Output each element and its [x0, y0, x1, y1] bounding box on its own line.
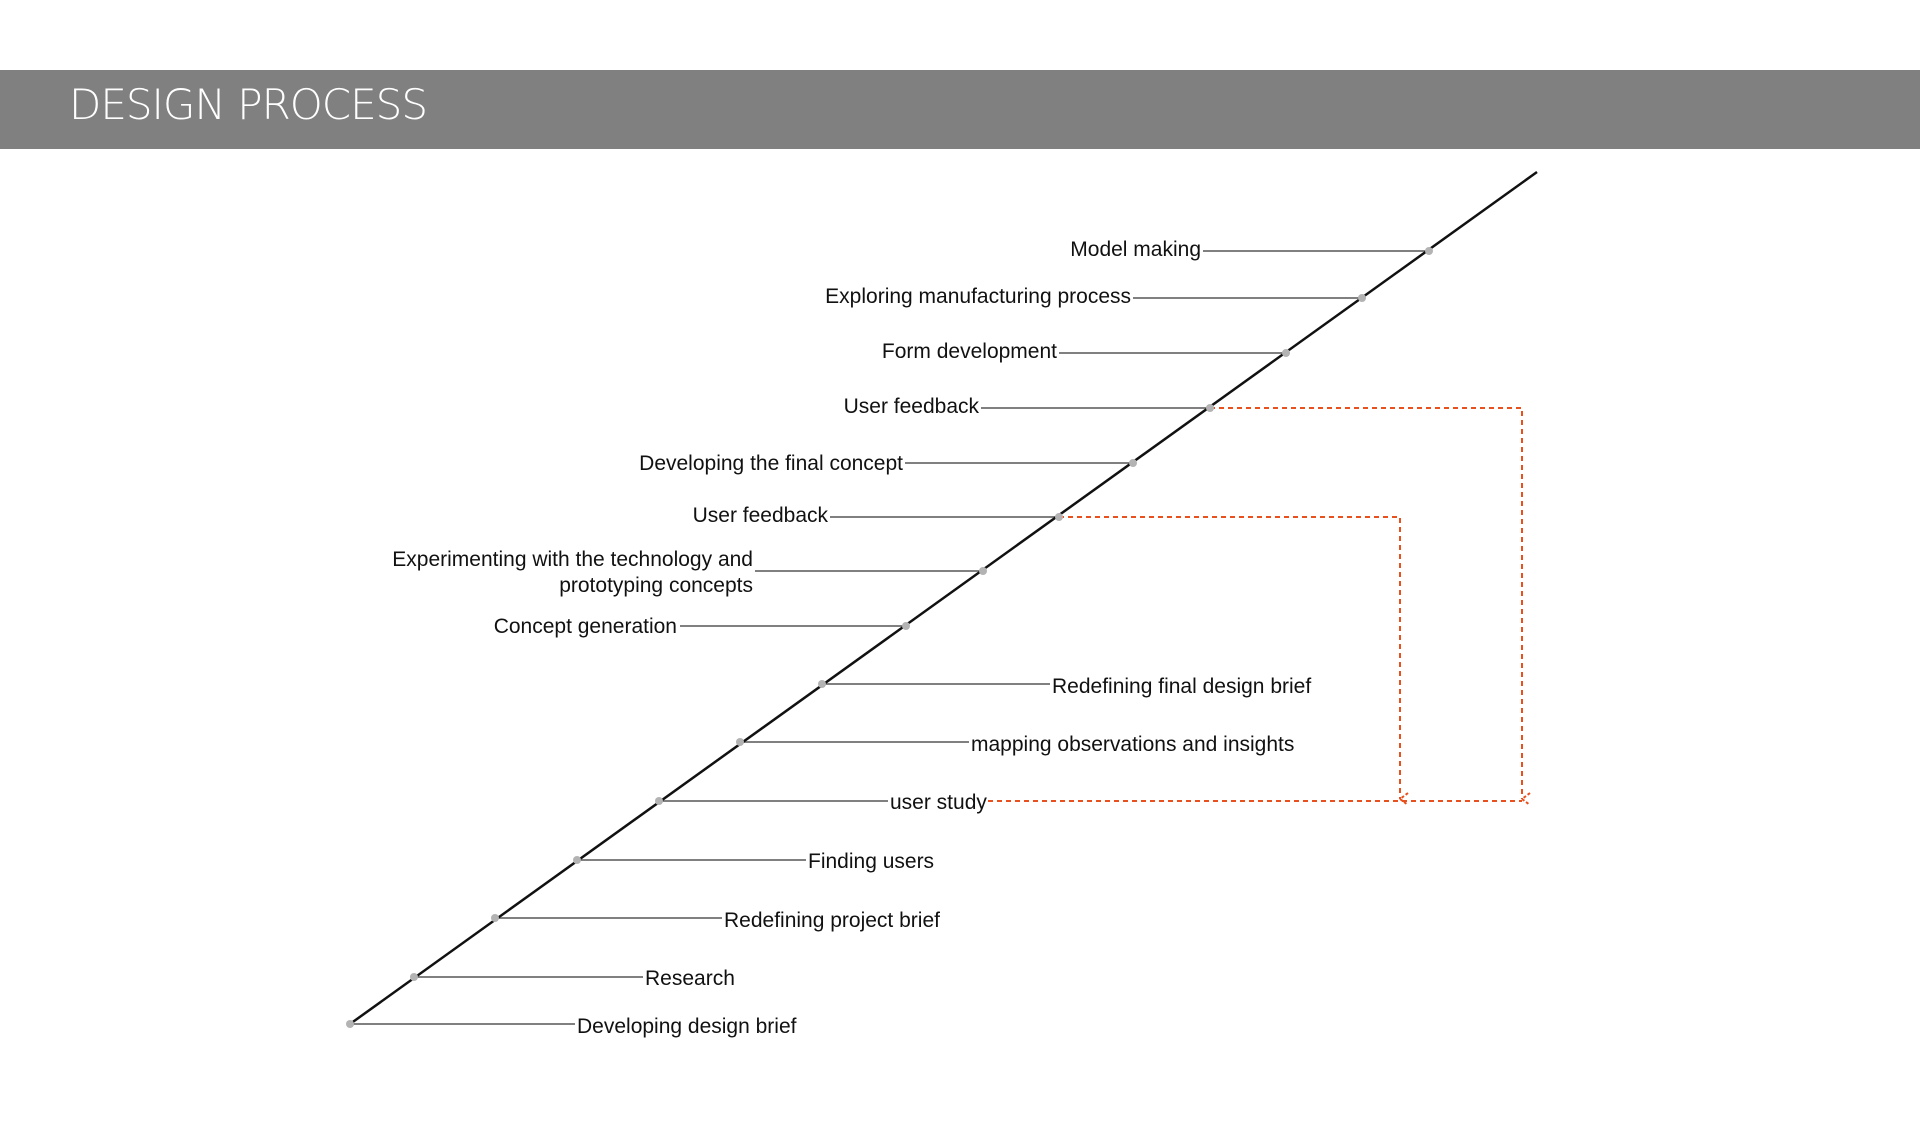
process-timeline — [349, 170, 1538, 1026]
title-bar: DESIGN PROCESS — [0, 70, 1920, 149]
step-label-form-development: Form development — [882, 340, 1057, 363]
step-label-user-feedback-2: User feedback — [844, 395, 980, 418]
step-dot-finding-users — [573, 856, 581, 864]
step-dot-experimenting — [979, 567, 987, 575]
step-label-model-making: Model making — [1070, 238, 1201, 261]
step-label-user-study: user study — [890, 791, 987, 814]
step-label-user-feedback-1: User feedback — [693, 504, 829, 527]
feedback-arrow-user-feedback-2 — [1210, 407, 1522, 799]
step-dot-exploring-manufacturing — [1358, 294, 1366, 302]
step-dots — [346, 247, 1433, 1028]
step-dot-form-development — [1282, 349, 1290, 357]
leader-lines — [350, 250, 1429, 1025]
feedback-arrow-user-feedback-1 — [1059, 516, 1400, 799]
step-dot-mapping-observations — [736, 738, 744, 746]
step-label-mapping-observations: mapping observations and insights — [971, 733, 1294, 756]
step-label-developing-final-concept: Developing the final concept — [639, 452, 903, 475]
step-label-exploring-manufacturing: Exploring manufacturing process — [825, 285, 1131, 308]
step-label-finding-users: Finding users — [808, 850, 934, 873]
step-dot-user-feedback-2 — [1206, 404, 1214, 412]
step-dot-redefining-final-brief — [818, 680, 826, 688]
step-label-redefining-project-brief: Redefining project brief — [724, 909, 940, 932]
step-dot-user-feedback-1 — [1055, 513, 1063, 521]
step-labels: Developing design brief Research Redefinin… — [392, 238, 1311, 1038]
step-dot-developing-final-concept — [1129, 459, 1137, 467]
step-label-line2-experimenting: prototyping concepts — [559, 574, 753, 597]
step-label-research: Research — [645, 967, 735, 990]
step-dot-redefining-project-brief — [491, 914, 499, 922]
step-label-developing-design-brief: Developing design brief — [577, 1015, 797, 1038]
step-label-redefining-final-brief: Redefining final design brief — [1052, 675, 1311, 698]
step-dot-developing-design-brief — [346, 1020, 354, 1028]
page-title: DESIGN PROCESS — [69, 80, 428, 129]
feedback-loops — [988, 407, 1522, 801]
step-dot-user-study — [655, 797, 663, 805]
step-label-experimenting: Experimenting with the technology and — [392, 548, 753, 571]
step-dot-model-making — [1425, 247, 1433, 255]
step-dot-concept-generation — [902, 622, 910, 630]
step-dot-research — [410, 973, 418, 981]
step-label-concept-generation: Concept generation — [494, 615, 677, 638]
